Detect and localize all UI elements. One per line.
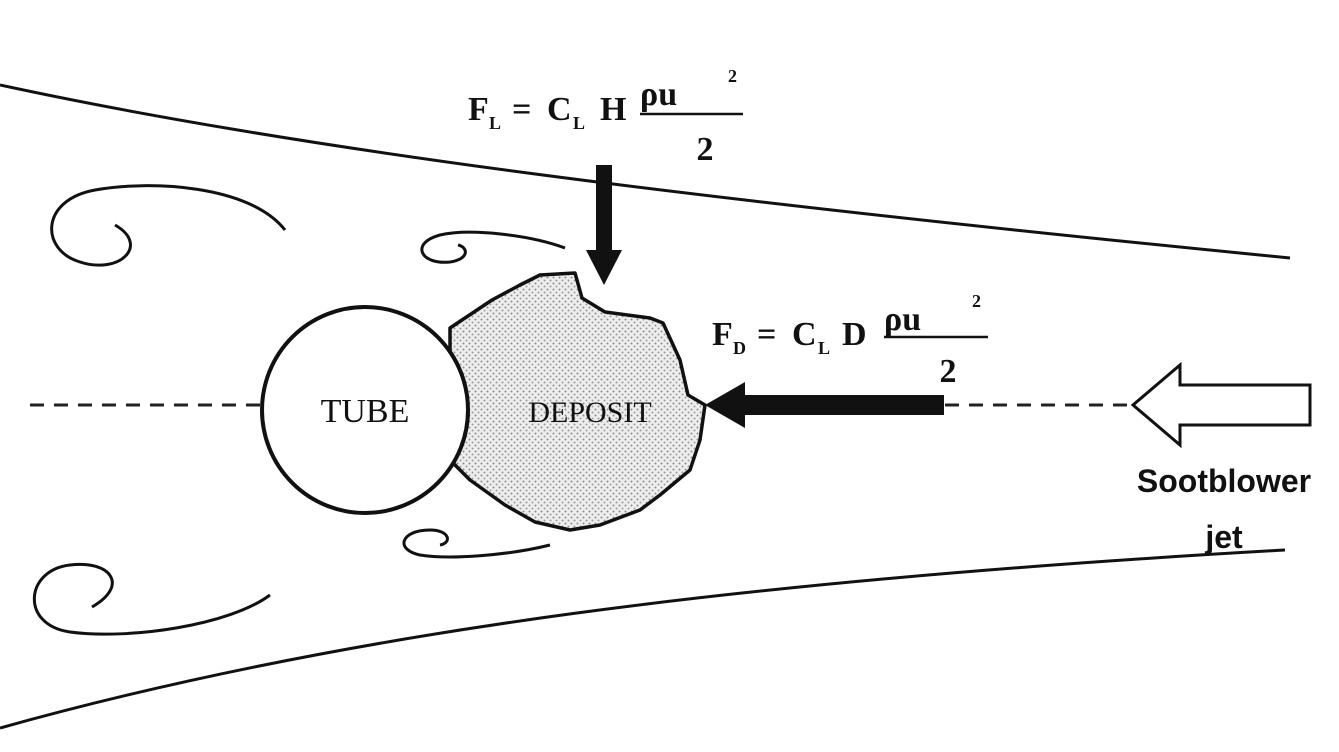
lift-denominator: 2	[697, 131, 714, 168]
jet-label: jet	[1204, 519, 1243, 555]
deposit-label: DEPOSIT	[528, 396, 651, 429]
drag-numerator: ρu	[884, 301, 921, 338]
jet-boundary-lower	[0, 548, 1286, 730]
lift-H: H	[600, 91, 626, 128]
lift-force-equation: F L = C L H ρu 2 2	[468, 66, 743, 168]
drag-C-subscript: L	[818, 338, 830, 358]
drag-F: F	[712, 316, 733, 353]
drag-C: C	[792, 316, 817, 353]
drag-D: D	[842, 316, 867, 353]
drag-force-equation: F D = C L D ρu 2 2	[712, 291, 988, 390]
eddy-lower-left	[32, 562, 271, 636]
eddy-upper-left	[50, 184, 287, 267]
drag-arrow-head	[705, 382, 745, 428]
lift-F-subscript: L	[489, 113, 501, 133]
lift-equals: =	[512, 91, 531, 128]
eddy-upper-small	[420, 230, 566, 264]
drag-exponent: 2	[972, 291, 981, 311]
lift-C-subscript: L	[573, 113, 585, 133]
lift-exponent: 2	[728, 66, 737, 86]
lift-arrow-shaft	[596, 165, 612, 255]
jet-boundary-upper	[0, 83, 1291, 260]
tube-circle	[260, 305, 470, 515]
lift-numerator: ρu	[640, 76, 677, 113]
sootblower-arrow	[1130, 361, 1312, 449]
sootblower-label: Sootblower	[1137, 463, 1311, 499]
drag-denominator: 2	[940, 353, 957, 390]
lift-C: C	[547, 91, 572, 128]
drag-F-subscript: D	[733, 338, 746, 358]
tube-label: TUBE	[321, 393, 410, 430]
drag-arrow-shaft	[740, 395, 944, 415]
lift-F: F	[468, 91, 489, 128]
drag-equals: =	[757, 316, 776, 353]
lift-arrow-head	[586, 250, 622, 285]
eddy-lower-small	[402, 528, 551, 559]
